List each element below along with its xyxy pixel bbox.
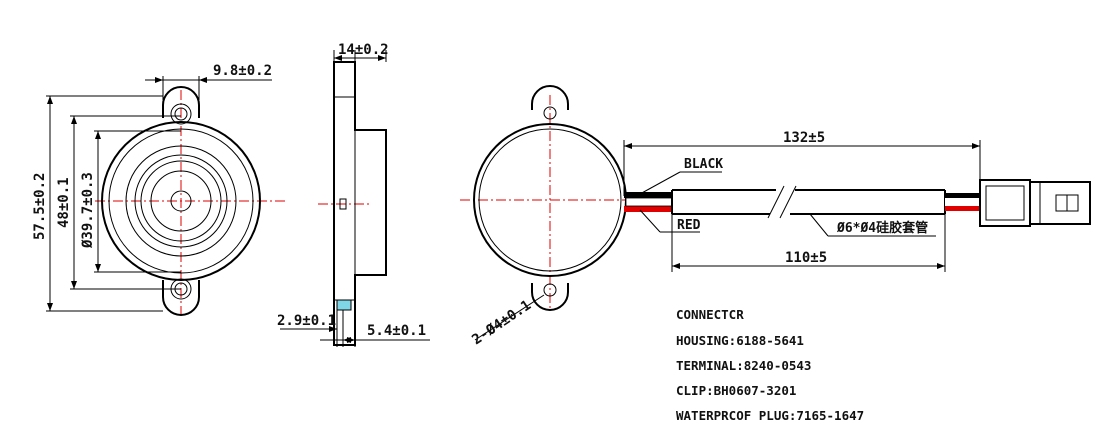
note-line: CONNECTCR — [676, 307, 744, 322]
inner-diameter-label: Ø39.7±0.3 — [80, 172, 96, 249]
red-wire-label: RED — [677, 218, 701, 233]
connector-notes: CONNECTCR HOUSING:6188-5641 TERMINAL:824… — [676, 307, 864, 423]
side-view: 14±0.2 2.9±0.1 5.4±0.1 — [277, 42, 430, 347]
sleeve-length-label: 110±5 — [785, 250, 827, 266]
note-line: TERMINAL:8240-0543 — [676, 358, 811, 373]
sleeve-label: Ø6*Ø4硅胶套管 — [836, 220, 928, 236]
thickness-label: 14±0.2 — [338, 42, 389, 58]
body-diameter-label: 48±0.1 — [56, 177, 72, 228]
flange-offset-label: 5.4±0.1 — [367, 323, 426, 339]
mount-holes-label: 2-Ø4±0.1 — [469, 297, 534, 348]
note-line: WATERPRCOF PLUG:7165-1647 — [676, 408, 864, 423]
overall-height-label: 57.5±0.2 — [32, 173, 48, 240]
front-view: 9.8±0.2 57.5±0.2 48±0.1 Ø39.7±0.3 — [32, 63, 285, 318]
back-view: 2-Ø4±0.1 BLACK RED Ø6*Ø4硅胶 — [460, 85, 1091, 348]
hole-spacing-label: 9.8±0.2 — [213, 63, 272, 79]
note-line: HOUSING:6188-5641 — [676, 333, 804, 348]
black-wire-label: BLACK — [684, 157, 723, 172]
small-step-label: 2.9±0.1 — [277, 313, 336, 329]
cable-length-label: 132±5 — [783, 130, 825, 146]
note-line: CLIP:BH0607-3201 — [676, 383, 796, 398]
